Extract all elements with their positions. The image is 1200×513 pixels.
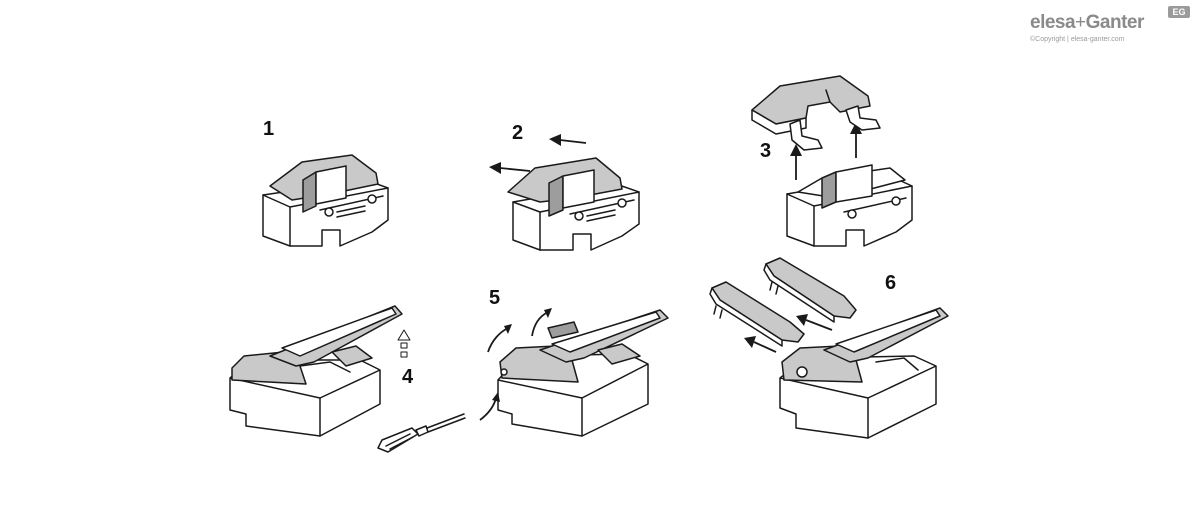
logo-brand-right: Ganter <box>1085 12 1145 33</box>
step-number-1: 1 <box>263 118 275 140</box>
logo-wordmark: elesa+Ganter <box>1030 12 1144 34</box>
step-1-closed-box <box>262 154 389 247</box>
step-number-4: 4 <box>402 366 414 388</box>
logo-brand-plus: + <box>1075 12 1086 33</box>
step-number-5: 5 <box>489 287 501 309</box>
step-number-3: 3 <box>760 140 772 162</box>
logo-copyright: ©Copyright | elesa-ganter.com <box>1030 36 1125 43</box>
step-2-cover-slide <box>489 134 640 251</box>
step-4-open-box <box>229 305 411 437</box>
logo-brand-left: elesa <box>1030 12 1076 33</box>
step-number-6: 6 <box>885 272 897 294</box>
logo-badge: EG <box>1168 6 1190 18</box>
step-5-open-with-screwdriver <box>377 308 669 453</box>
step-6-reassemble <box>709 257 949 439</box>
elesa-ganter-logo: elesa+Ganter EG ©Copyright | elesa-gante… <box>1030 6 1192 46</box>
step-number-2: 2 <box>512 122 524 144</box>
step-3-cover-removed <box>751 75 913 247</box>
